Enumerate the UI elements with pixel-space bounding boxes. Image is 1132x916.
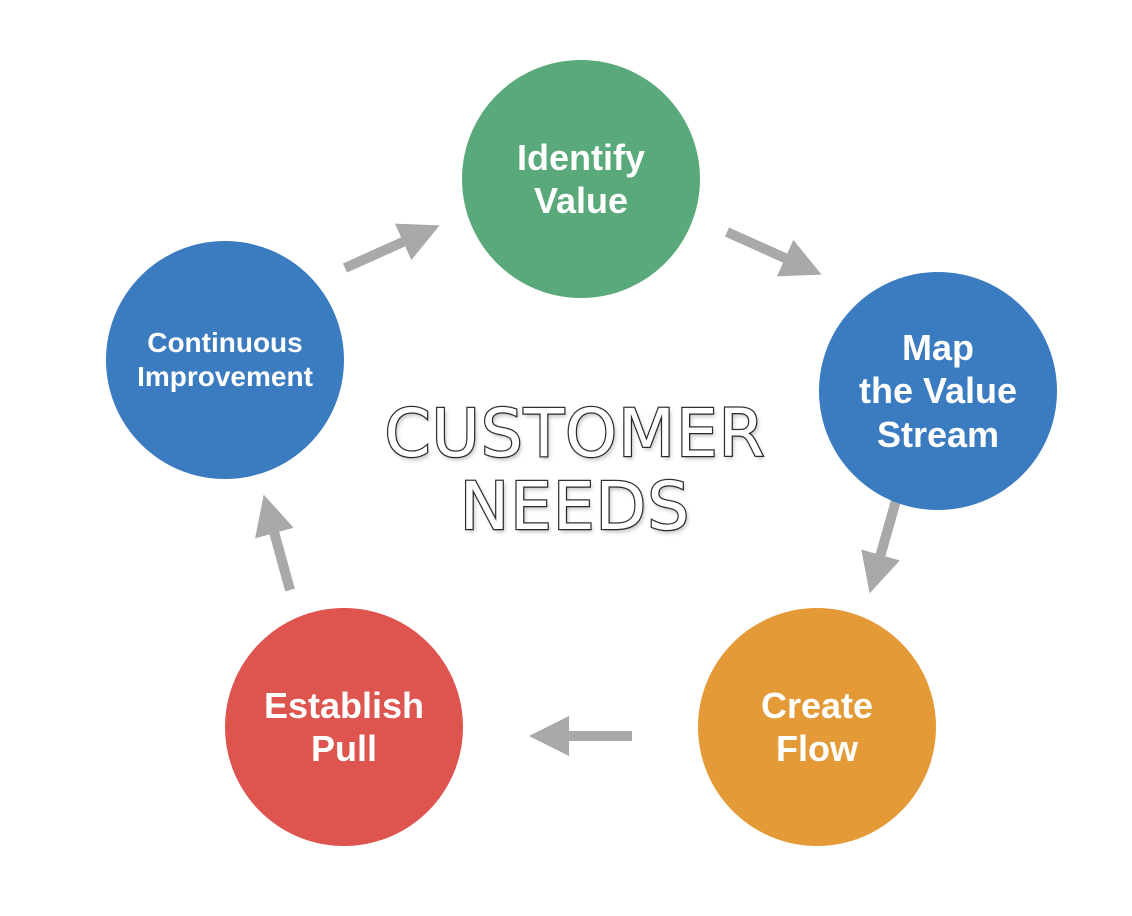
create-flow-label-line-2: Flow — [776, 728, 858, 769]
map-value-stream-label-line-2: the Value — [858, 370, 1018, 412]
continuous-improvement-label-line-1: Continuous — [147, 327, 303, 359]
identify-value-label-line-2: Value — [533, 180, 629, 221]
establish-pull-node: Establish Pull — [225, 608, 463, 846]
identify-value-label-line-1: Identify — [516, 136, 645, 178]
map-value-stream-node: Map the Value Stream — [819, 272, 1057, 510]
identify-value-node: Identify Value — [462, 60, 700, 298]
arrow-pull-to-ci — [255, 494, 295, 592]
create-flow-node: Create Flow — [698, 608, 936, 846]
arrow-ci-to-identify — [342, 223, 440, 273]
continuous-improvement-label-line-2: Improvement — [137, 361, 313, 392]
center-title-line-2: NEEDS — [459, 467, 691, 545]
customer-needs-title: CUSTOMER NEEDS — [330, 395, 820, 545]
map-value-stream-label-line-3: Stream — [876, 413, 1000, 455]
establish-pull-label-line-1: Establish — [263, 684, 425, 726]
arrow-identify-to-map — [724, 227, 822, 277]
establish-pull-label-line-2: Pull — [310, 728, 377, 769]
center-title-line-1: CUSTOMER — [383, 395, 766, 472]
map-value-stream-label-line-1: Map — [902, 327, 974, 369]
continuous-improvement-node: Continuous Improvement — [106, 241, 344, 479]
arrow-map-to-flow — [861, 495, 902, 594]
create-flow-label-line-1: Create — [760, 684, 874, 726]
